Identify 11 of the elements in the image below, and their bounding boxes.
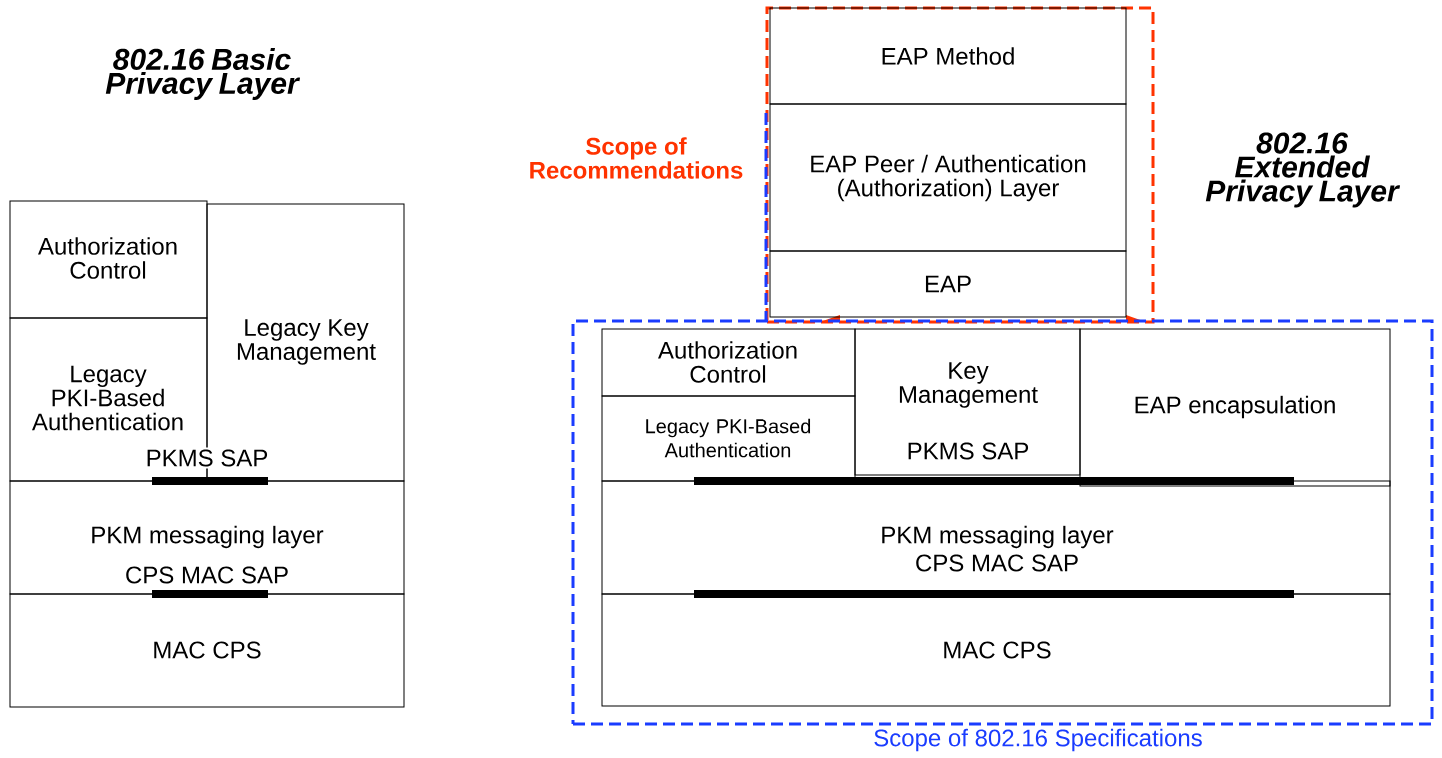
scope-label: Scope of Recommendations xyxy=(530,137,743,179)
layer-box: PKM messaging layer CPS MAC SAP xyxy=(9,480,405,595)
layer-box: EAP Peer / Authentication (Authorization) Layer xyxy=(769,103,1127,252)
layer-box: MAC CPS xyxy=(9,593,405,708)
layer-box: Authorization Control xyxy=(9,200,208,319)
scope-label: Scope of 802.16 Specifications xyxy=(874,728,1202,752)
stack-title: 802.16 Basic Privacy Layer xyxy=(105,48,301,100)
layer-box: EAP xyxy=(769,250,1127,318)
stack-title: 802.16 Extended Privacy Layer xyxy=(1205,132,1401,208)
layer-box: EAP Method xyxy=(769,7,1127,105)
sap-label: PKMS SAP xyxy=(143,447,271,469)
